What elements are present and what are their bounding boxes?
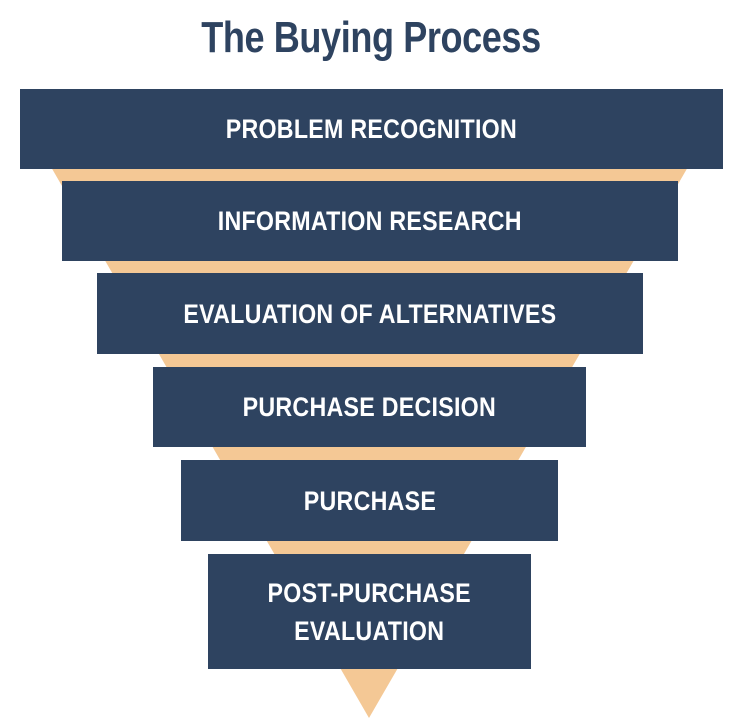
- stage-label: EVALUATION OF ALTERNATIVES: [183, 298, 557, 329]
- stage-label: PROBLEM RECOGNITION: [225, 114, 518, 144]
- stage-evaluation-of-alternatives: EVALUATION OF ALTERNATIVES: [97, 273, 643, 354]
- stage-label: POST-PURCHASE EVALUATION: [267, 577, 472, 646]
- stage-label: PURCHASE DECISION: [242, 392, 497, 422]
- stage-purchase: PURCHASE: [181, 460, 558, 541]
- page-title: The Buying Process: [201, 13, 541, 62]
- stage-post-purchase-evaluation: POST-PURCHASE EVALUATION: [208, 554, 531, 669]
- stage-purchase-decision: PURCHASE DECISION: [153, 367, 586, 447]
- stage-information-research: INFORMATION RESEARCH: [62, 181, 678, 261]
- stage-problem-recognition: PROBLEM RECOGNITION: [20, 89, 723, 169]
- stage-label: PURCHASE: [303, 485, 436, 516]
- stage-label: INFORMATION RESEARCH: [217, 206, 523, 236]
